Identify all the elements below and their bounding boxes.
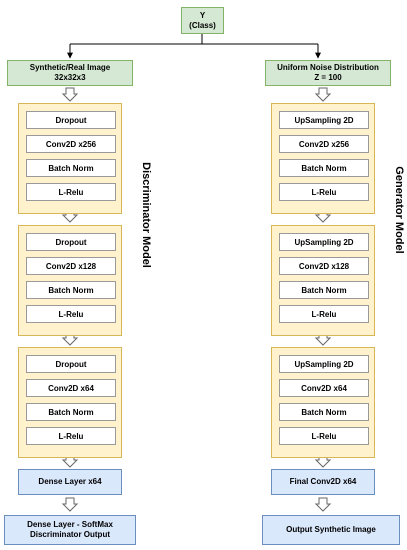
layer-upsampling: UpSampling 2D	[279, 355, 369, 373]
discriminator-input-node: Synthetic/Real Image 32x32x3	[7, 60, 133, 86]
layer-l-relu: L-Relu	[26, 305, 116, 323]
layer-l-relu: L-Relu	[279, 183, 369, 201]
layer-conv2d: Conv2D x128	[26, 257, 116, 275]
layer-dropout: Dropout	[26, 111, 116, 129]
generator-block-1: UpSampling 2D Conv2D x256 Batch Norm L-R…	[271, 103, 375, 214]
discriminator-output-node: Dense Layer - SoftMax Discriminator Outp…	[4, 515, 136, 545]
generator-input-node: Uniform Noise Distribution Z = 100	[265, 60, 391, 86]
softmax-layer-label: Dense Layer - SoftMax	[27, 520, 113, 529]
discriminator-input-shape: 32x32x3	[54, 73, 86, 82]
final-conv-label: Final Conv2D x64	[289, 477, 357, 486]
layer-conv2d: Conv2D x128	[279, 257, 369, 275]
layer-batch-norm: Batch Norm	[26, 281, 116, 299]
generator-block-3: UpSampling 2D Conv2D x64 Batch Norm L-Re…	[271, 347, 375, 458]
generator-model-label: Generator Model	[393, 166, 405, 254]
layer-dropout: Dropout	[26, 233, 116, 251]
discriminator-block-2: Dropout Conv2D x128 Batch Norm L-Relu	[18, 225, 122, 336]
discriminator-input-label: Synthetic/Real Image	[29, 63, 111, 72]
generator-input-shape: Z = 100	[314, 73, 342, 82]
layer-upsampling: UpSampling 2D	[279, 111, 369, 129]
generator-block-2: UpSampling 2D Conv2D x128 Batch Norm L-R…	[271, 225, 375, 336]
discriminator-block-1: Dropout Conv2D x256 Batch Norm L-Relu	[18, 103, 122, 214]
layer-conv2d: Conv2D x64	[279, 379, 369, 397]
layer-l-relu: L-Relu	[279, 427, 369, 445]
flow-arrow	[314, 87, 332, 102]
class-input-node: Y (Class)	[181, 7, 224, 34]
layer-batch-norm: Batch Norm	[279, 281, 369, 299]
generator-output-node: Output Synthetic Image	[262, 515, 400, 545]
discriminator-block-3: Dropout Conv2D x64 Batch Norm L-Relu	[18, 347, 122, 458]
layer-l-relu: L-Relu	[26, 183, 116, 201]
layer-l-relu: L-Relu	[279, 305, 369, 323]
layer-conv2d: Conv2D x256	[26, 135, 116, 153]
output-synthetic-image-label: Output Synthetic Image	[286, 525, 376, 534]
flow-arrow	[61, 497, 79, 512]
layer-l-relu: L-Relu	[26, 427, 116, 445]
generator-final-conv-node: Final Conv2D x64	[271, 469, 375, 495]
class-node-label: Y	[199, 10, 206, 20]
generator-input-label: Uniform Noise Distribution	[277, 63, 379, 72]
discriminator-dense-node: Dense Layer x64	[18, 469, 122, 495]
flow-arrow	[314, 497, 332, 512]
layer-conv2d: Conv2D x64	[26, 379, 116, 397]
flow-arrow	[61, 87, 79, 102]
layer-conv2d: Conv2D x256	[279, 135, 369, 153]
layer-batch-norm: Batch Norm	[279, 403, 369, 421]
dense-layer-label: Dense Layer x64	[38, 477, 102, 486]
layer-upsampling: UpSampling 2D	[279, 233, 369, 251]
layer-batch-norm: Batch Norm	[26, 403, 116, 421]
discriminator-output-label: Discriminator Output	[29, 530, 110, 539]
class-node-sublabel: (Class)	[189, 20, 216, 30]
layer-dropout: Dropout	[26, 355, 116, 373]
layer-batch-norm: Batch Norm	[26, 159, 116, 177]
discriminator-model-label: Discriminator Model	[140, 162, 152, 268]
layer-batch-norm: Batch Norm	[279, 159, 369, 177]
